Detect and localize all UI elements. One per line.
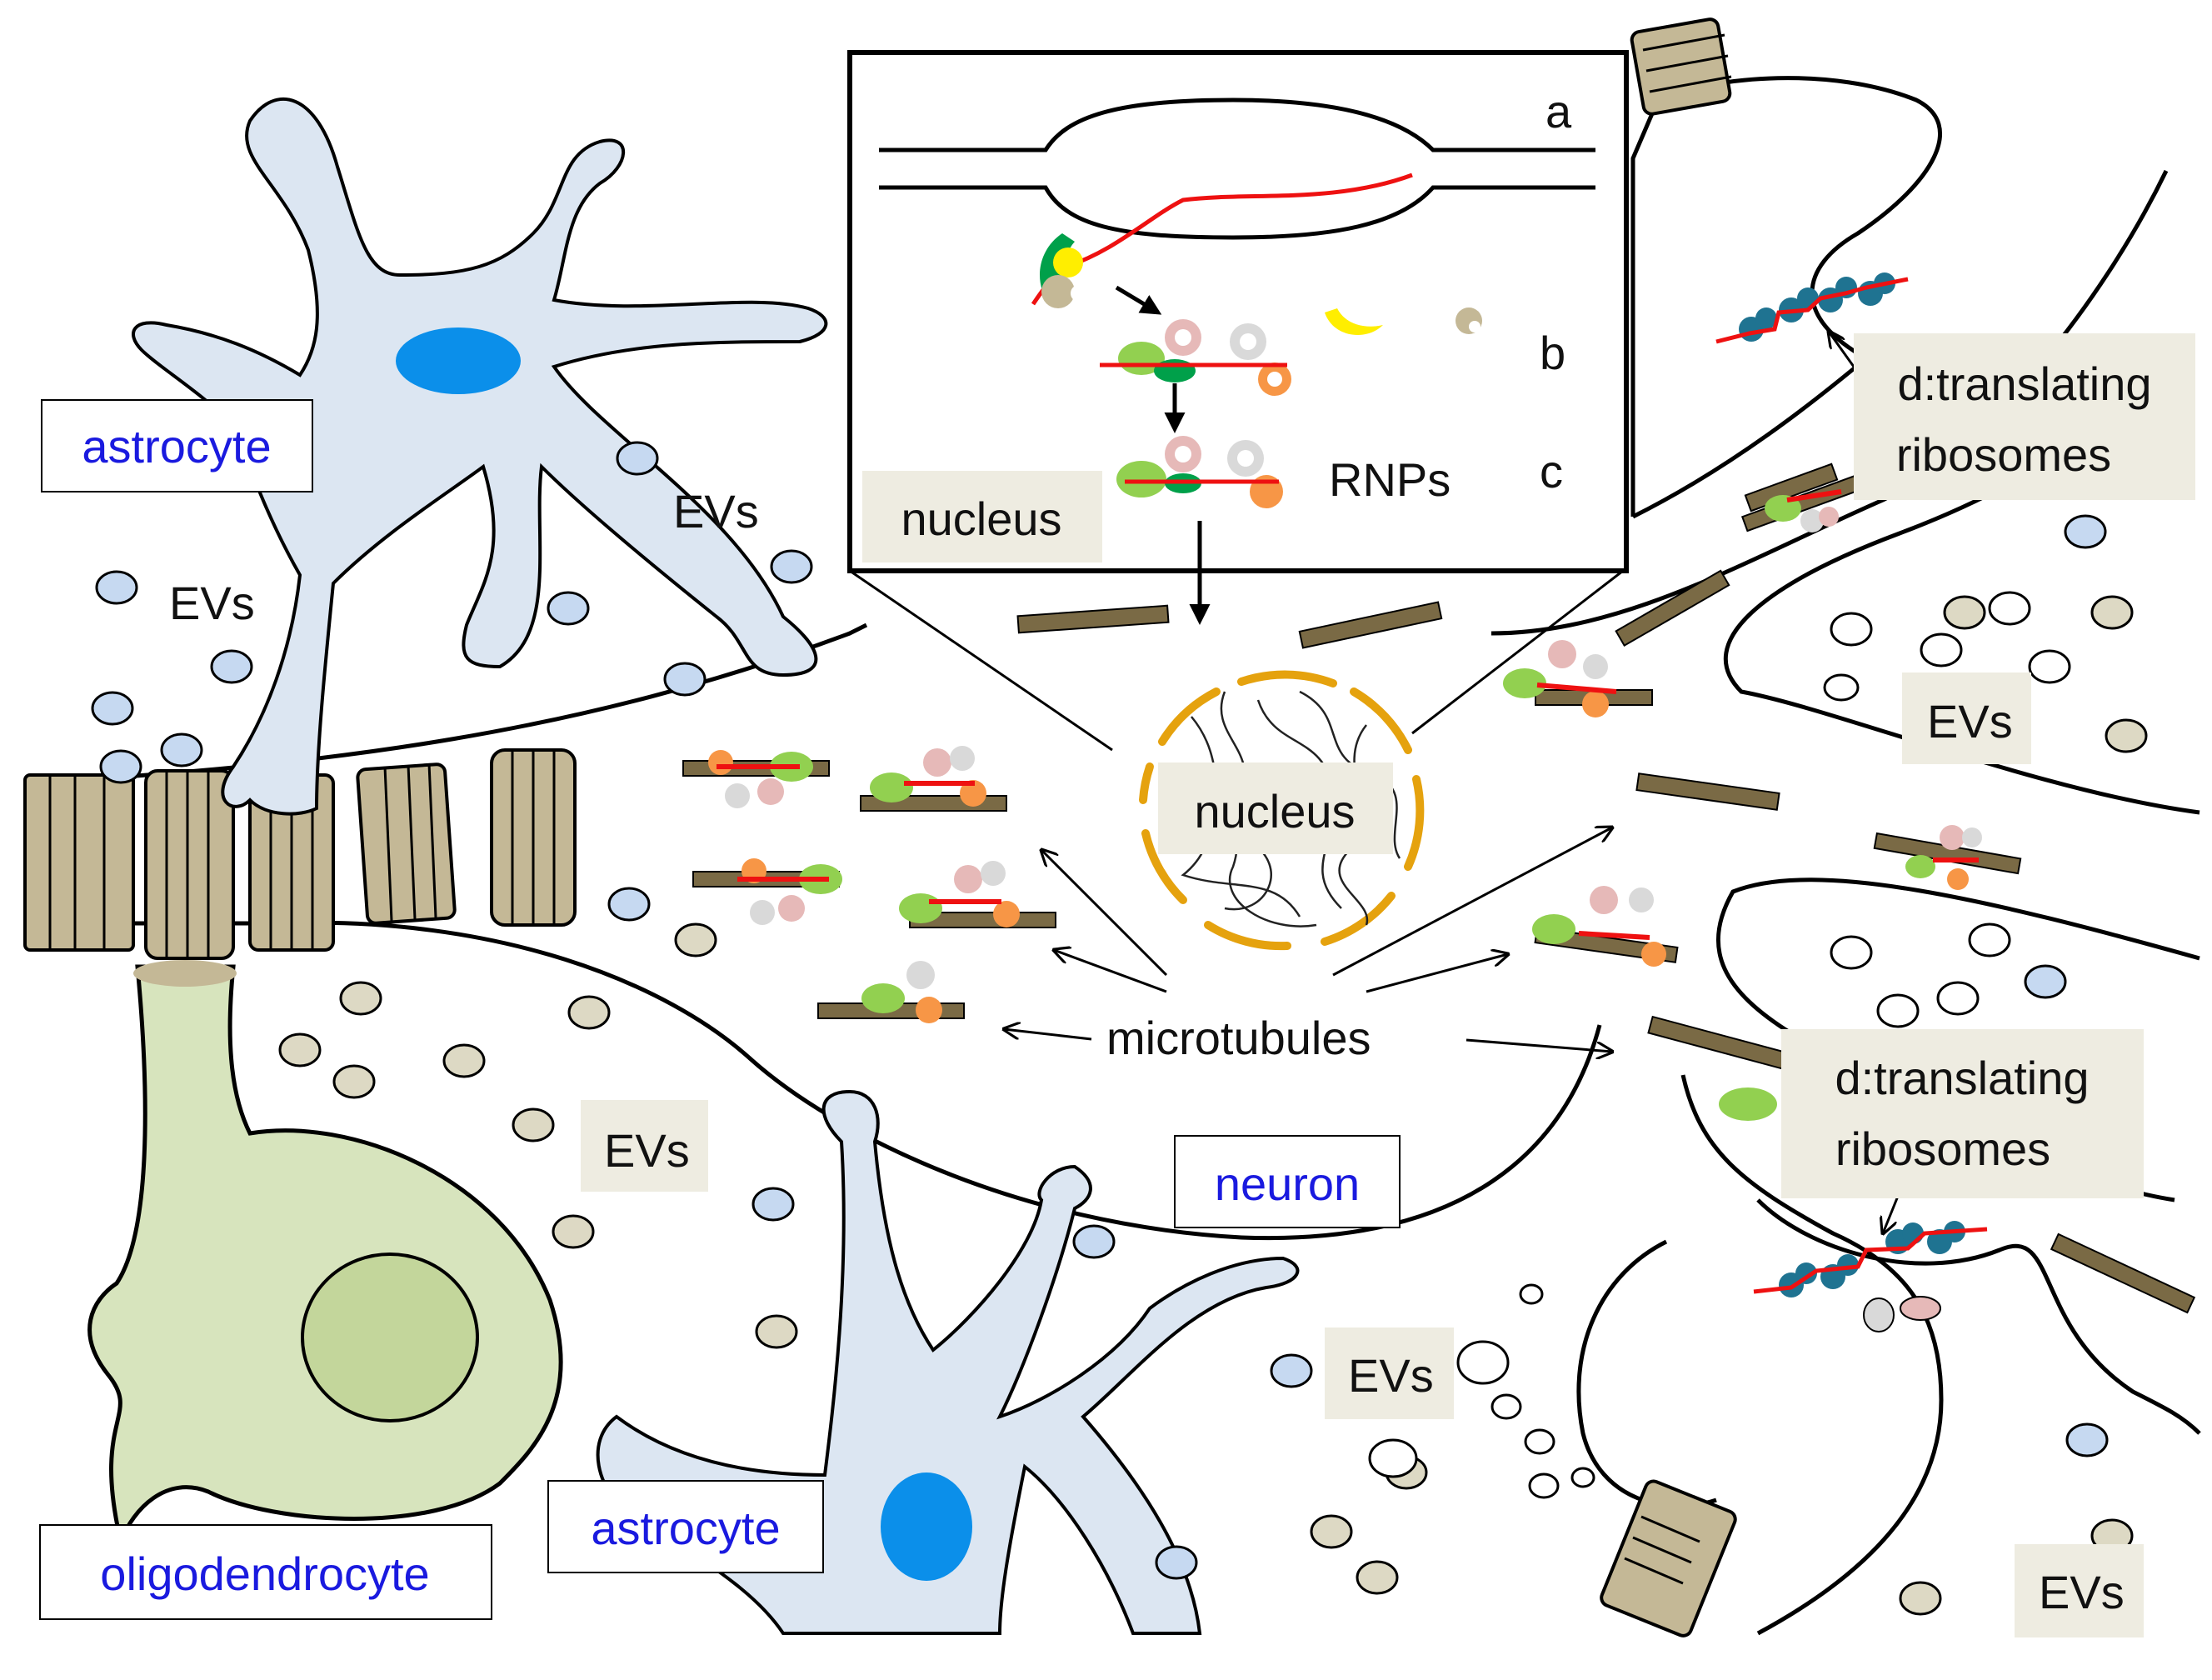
myelin-segment-1 bbox=[23, 773, 135, 952]
oligodendrocyte-label: oligodendrocyte bbox=[100, 1548, 429, 1600]
evs-label-5: EVs bbox=[1348, 1349, 1434, 1402]
rnp-assembling bbox=[1100, 319, 1291, 396]
dna-strands bbox=[879, 98, 1595, 240]
myelin-segment-top bbox=[1630, 18, 1732, 116]
astrocyte-top-nucleus bbox=[396, 328, 521, 394]
myelin-segment-4 bbox=[356, 762, 457, 925]
free-rbps bbox=[1325, 308, 1482, 335]
rnp-axon-2 bbox=[1532, 886, 1666, 967]
astrocyte-bottom-label: astrocyte bbox=[591, 1502, 780, 1554]
step-b-label: b bbox=[1540, 327, 1565, 379]
evs-blue-group bbox=[91, 441, 2109, 1580]
microtubules-label: microtubules bbox=[1106, 1012, 1371, 1064]
nucleus-main-label: nucleus bbox=[1194, 785, 1355, 838]
astrocyte-bottom-nucleus bbox=[881, 1472, 972, 1581]
astrocyte-top-label: astrocyte bbox=[82, 420, 271, 472]
rnp-axon-3 bbox=[1905, 825, 1982, 890]
rnp-granules bbox=[708, 489, 1982, 1121]
rnp-on-microtubule-4 bbox=[899, 861, 1020, 928]
bottom-right-bouton bbox=[1576, 1239, 1717, 1508]
axon-membrane-upper bbox=[24, 622, 868, 786]
translating-ribosomes-bottom bbox=[1753, 1221, 1988, 1332]
translating-top-label-1: d:translating bbox=[1897, 358, 2151, 410]
translating-bottom-label-1: d:translating bbox=[1835, 1052, 2089, 1104]
myelin-segment-bottom bbox=[1600, 1479, 1737, 1638]
rnp-green-loose bbox=[1719, 1088, 1777, 1121]
translating-ribosomes-top bbox=[1715, 272, 1909, 344]
axon-membrane-top-right bbox=[1630, 76, 1942, 519]
cotranscriptional-rbps bbox=[1040, 233, 1087, 308]
rnp-on-microtubule-1 bbox=[708, 750, 813, 808]
evs-label-3: EVs bbox=[1927, 695, 2013, 748]
rnp-on-microtubule-2 bbox=[870, 746, 986, 807]
nuclear-envelope bbox=[1139, 670, 1425, 951]
evs-label-2: EVs bbox=[673, 485, 759, 538]
rnp-axon-4 bbox=[1765, 489, 1842, 532]
inset-arrows bbox=[1115, 285, 1211, 625]
evs-label-4: EVs bbox=[604, 1124, 690, 1177]
neuron-label: neuron bbox=[1215, 1158, 1360, 1210]
extracellular-vesicles bbox=[91, 441, 2148, 1616]
rnp-mature bbox=[1116, 436, 1283, 508]
labels-text: astrocyte nucleus nucleus RNPs a b c mic… bbox=[82, 85, 2151, 1618]
oligodendrocyte-cell bbox=[87, 960, 563, 1549]
evs-white-group bbox=[1368, 591, 2071, 1499]
translating-top-label-2: ribosomes bbox=[1896, 428, 2111, 481]
nucleus-inset-label: nucleus bbox=[901, 492, 1061, 545]
myelin-segment-lines bbox=[48, 33, 1732, 1585]
rnp-on-microtubule-5 bbox=[861, 961, 942, 1023]
inset-zoom-lines bbox=[849, 569, 1624, 752]
oligodendrocyte-nucleus bbox=[301, 1252, 479, 1422]
presynaptic-terminal-outline bbox=[1756, 1198, 2201, 1435]
oligodendrocyte-myelin-contact bbox=[133, 960, 237, 987]
label-boxes bbox=[39, 333, 2195, 1638]
step-c-label: c bbox=[1540, 445, 1563, 498]
myelin-segment-2 bbox=[144, 769, 235, 960]
evs-label-6: EVs bbox=[2039, 1566, 2125, 1618]
rnps-label: RNPs bbox=[1329, 453, 1451, 506]
evs-label-1: EVs bbox=[169, 577, 255, 629]
rnp-on-microtubule-3 bbox=[737, 858, 842, 925]
rnp-axon-1 bbox=[1503, 640, 1617, 718]
translating-bottom-label-2: ribosomes bbox=[1835, 1122, 2050, 1175]
oligodendrocyte-body bbox=[87, 964, 563, 1549]
step-a-label: a bbox=[1545, 85, 1572, 138]
neuron-soma-outline bbox=[25, 920, 1602, 1241]
